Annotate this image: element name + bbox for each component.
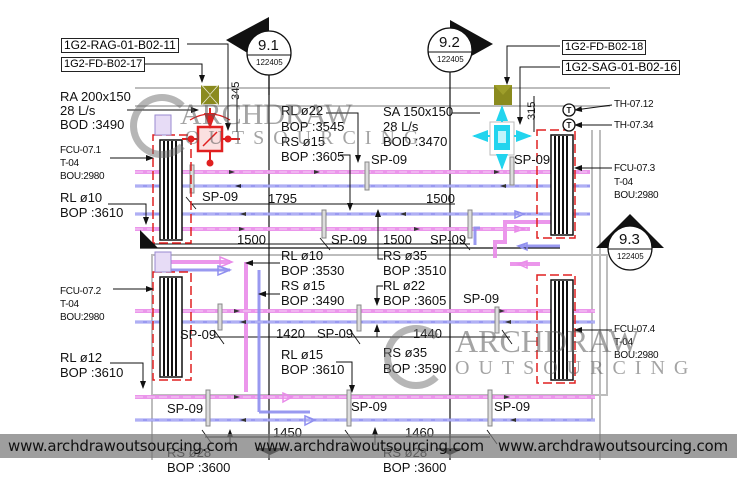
ra-bod: BOD :3490 <box>60 117 125 132</box>
section-marker-9-2 <box>427 20 493 73</box>
pipe-label: RL ø10 <box>60 190 103 205</box>
pipe-label: RL ø12 <box>60 350 103 365</box>
thermostat-label: TH-07.12 <box>614 99 654 110</box>
section-marker-id: 9.1 <box>258 37 279 54</box>
pipe-bop: BOP :3605 <box>383 293 447 308</box>
support-label: SP-09 <box>180 327 217 342</box>
support-label: SP-09 <box>167 401 204 416</box>
support-label: SP-09 <box>371 152 408 167</box>
pipe-supports <box>189 156 515 427</box>
ra-size: RA 200x150 <box>60 89 131 104</box>
support-label: SP-09 <box>463 291 500 306</box>
support-label: SP-09 <box>494 399 531 414</box>
pipe-label: RS ø35 <box>383 248 428 263</box>
watermark-url: www.archdrawoutsourcing.com <box>8 437 238 455</box>
watermark-logo-top: ARCHDRAW <box>455 323 640 359</box>
watermark-logo-top: ARCHDRAW <box>180 98 353 131</box>
sa-flow: 28 L/s <box>383 119 419 134</box>
pipe-label: RL ø10 <box>281 248 324 263</box>
sa-bod: BOD :3470 <box>383 134 448 149</box>
pipe-bop: BOP :3510 <box>383 263 447 278</box>
dimension-value: 1500 <box>426 191 455 206</box>
pipe-label: RL ø22 <box>383 278 426 293</box>
pipe-bop: BOP :3610 <box>281 362 345 377</box>
dimension-value: 1795 <box>268 191 297 206</box>
pipe-bop: BOP :3600 <box>383 460 447 475</box>
pipe-label: RS ø15 <box>281 134 326 149</box>
return-air-grille <box>182 108 240 167</box>
pipe-bop: BOP :3605 <box>281 149 345 164</box>
fcu-bou: BOU:2980 <box>614 350 659 361</box>
support-label: SP-09 <box>351 399 388 414</box>
section-marker-9-3 <box>596 214 664 271</box>
section-marker-sheet: 122405 <box>256 58 283 67</box>
pipe-bop: BOP :3610 <box>60 205 124 220</box>
watermark-url-bar: www.archdrawoutsourcing.com www.archdraw… <box>0 434 737 458</box>
dimension-value: 1500 <box>237 232 266 247</box>
sa-size: SA 150x150 <box>383 104 454 119</box>
pipe-bop: BOP :3530 <box>281 263 345 278</box>
fire-dampers <box>201 85 512 105</box>
flow-arrows <box>229 170 516 422</box>
watermark-logo-bottom: OUTSOURCING <box>185 127 428 149</box>
tag-fire-damper-18: 1G2-FD-B02-18 <box>562 40 647 55</box>
watermark-logo-bottom: OUTSOURCING <box>455 357 698 379</box>
dimension-value: 1500 <box>383 232 412 247</box>
sa-dimension: 315 <box>526 101 538 120</box>
dimension-value: 1420 <box>276 326 305 341</box>
fcu-name: FCU-07.1 <box>60 145 101 156</box>
fcu-type: T-04 <box>614 177 633 188</box>
fcu-type: T-04 <box>60 158 79 169</box>
fcu-name: FCU-07.4 <box>614 324 655 335</box>
section-marker-sheet: 122405 <box>617 252 644 261</box>
tag-return-air-grille: 1G2-RAG-01-B02-11 <box>61 38 179 53</box>
pipe-label: RS ø15 <box>281 278 326 293</box>
leader-lines <box>108 43 613 445</box>
thermostat-label: TH-07.34 <box>614 120 654 131</box>
support-label: SP-09 <box>331 232 368 247</box>
watermark-url: www.archdrawoutsourcing.com <box>254 437 484 455</box>
svg-text:T: T <box>567 121 572 130</box>
fcu-name: FCU-07.3 <box>614 163 655 174</box>
fcu-bou: BOU:2980 <box>614 190 659 201</box>
pipe-label: RL ø15 <box>281 347 324 362</box>
pipe-bop: BOP :3545 <box>281 119 345 134</box>
section-marker-sheet: 122405 <box>437 55 464 64</box>
tag-fire-damper-17: 1G2-FD-B02-17 <box>61 57 146 72</box>
support-label: SP-09 <box>202 189 239 204</box>
pipe-bop: BOP :3610 <box>60 365 124 380</box>
watermark-url: www.archdrawoutsourcing.com <box>498 437 728 455</box>
fcu-name: FCU-07.2 <box>60 286 101 297</box>
fcu-type: T-04 <box>614 337 633 348</box>
section-marker-id: 9.2 <box>439 34 460 51</box>
ra-flow: 28 L/s <box>60 103 96 118</box>
thermostat-glyph: T <box>567 106 572 115</box>
pipe-reducers <box>217 209 528 427</box>
pipe-label: RL ø22 <box>281 103 324 118</box>
fcu-bou: BOU:2980 <box>60 171 105 182</box>
section-marker-9-1 <box>226 17 292 95</box>
section-marker-id: 9.3 <box>619 231 640 248</box>
pipe-bop: BOP :3490 <box>281 293 345 308</box>
fcu-bou: BOU:2980 <box>60 312 105 323</box>
support-label: SP-09 <box>317 326 354 341</box>
support-label: SP-09 <box>514 152 551 167</box>
support-label: SP-09 <box>430 232 467 247</box>
fcu-type: T-04 <box>60 299 79 310</box>
tag-supply-air-grille: 1G2-SAG-01-B02-16 <box>562 60 681 75</box>
pipe-bop: BOP :3600 <box>167 460 231 475</box>
supply-air-grille <box>472 105 532 170</box>
